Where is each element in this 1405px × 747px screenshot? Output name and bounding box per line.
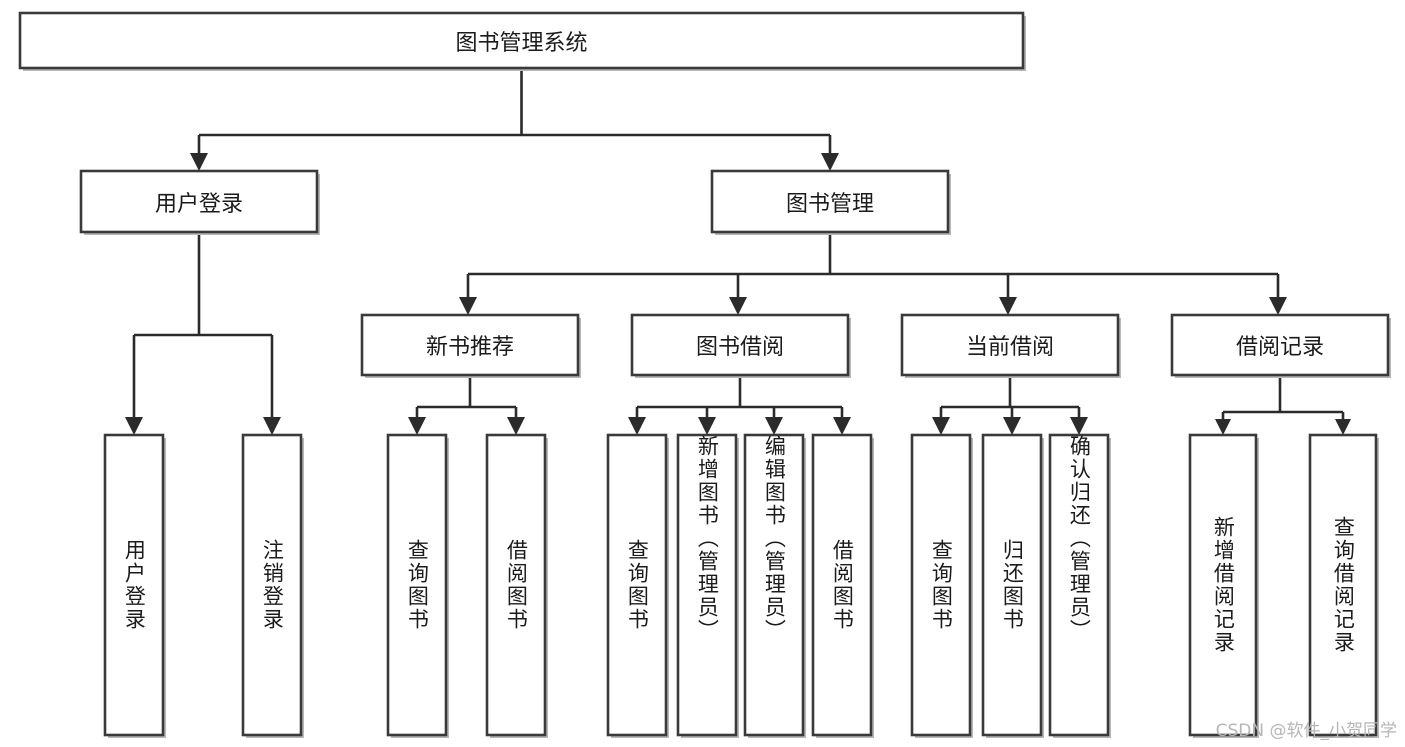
arrow-root-to-book-manage [821, 153, 839, 171]
node-box-book-borrow[interactable] [630, 313, 850, 377]
node-box-user-login[interactable] [79, 169, 319, 234]
node-box-leaf-borrow-query-book[interactable] [606, 433, 668, 737]
connector-layer [125, 68, 1351, 435]
arrow-to-current-borrow [999, 297, 1017, 315]
arrow-to-new-book-rec [459, 297, 477, 315]
node-box-leaf-current-confirm-return[interactable] [1048, 433, 1110, 737]
node-box-leaf-user-logout[interactable] [241, 433, 303, 737]
node-box-borrow-record[interactable] [1170, 313, 1390, 377]
arrow-to-leaf-user-login [125, 417, 143, 435]
node-layer [18, 11, 1391, 738]
node-box-current-borrow[interactable] [900, 313, 1120, 377]
arrow-to-book-borrow [729, 297, 747, 315]
node-box-new-book-rec[interactable] [360, 313, 580, 377]
node-box-leaf-borrow-borrow-book[interactable] [811, 433, 873, 737]
arrow-to-leaf-rec-query-book [408, 417, 426, 435]
node-box-leaf-record-query[interactable] [1308, 433, 1378, 737]
node-box-leaf-borrow-edit-book[interactable] [743, 433, 805, 737]
node-box-leaf-rec-query-book[interactable] [386, 433, 448, 737]
arrow-root-to-user-login [190, 153, 208, 171]
node-box-root[interactable] [18, 11, 1025, 70]
arrow-to-leaf-borrow-add-book [698, 417, 716, 435]
arrow-to-leaf-borrow-borrow-book [833, 417, 851, 435]
arrow-to-leaf-record-add [1215, 419, 1231, 435]
arrow-to-leaf-user-logout [263, 417, 281, 435]
node-box-leaf-borrow-add-book[interactable] [676, 433, 738, 737]
node-box-book-manage[interactable] [710, 169, 950, 234]
node-box-leaf-user-login[interactable] [103, 433, 165, 737]
arrow-to-leaf-record-query [1335, 419, 1351, 435]
arrow-to-leaf-rec-borrow-book [507, 417, 525, 435]
arrow-to-leaf-current-query-book [932, 417, 950, 435]
node-box-leaf-current-return-book[interactable] [981, 433, 1043, 737]
node-box-leaf-record-add[interactable] [1188, 433, 1258, 737]
arrow-to-leaf-current-confirm-return [1070, 417, 1088, 435]
arrow-to-leaf-borrow-query-book [628, 417, 646, 435]
node-box-leaf-rec-borrow-book[interactable] [485, 433, 547, 737]
arrow-to-borrow-record [1269, 297, 1287, 315]
arrow-to-leaf-borrow-edit-book [765, 417, 783, 435]
arrow-to-leaf-current-return-book [1003, 417, 1021, 435]
node-box-leaf-current-query-book[interactable] [910, 433, 972, 737]
